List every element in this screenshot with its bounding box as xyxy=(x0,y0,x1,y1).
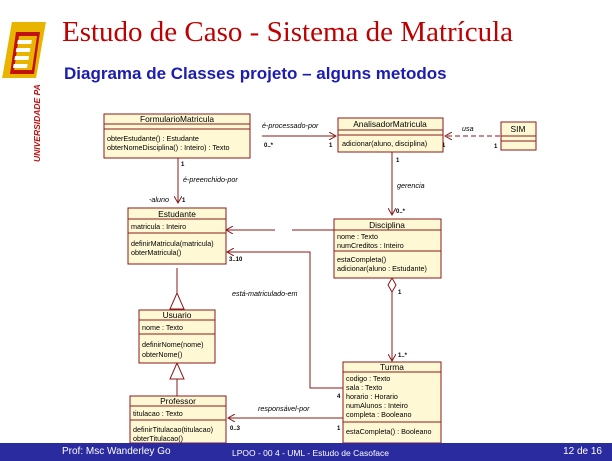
class-member: adicionar(aluno, disciplina) xyxy=(342,139,427,148)
assoc-preenchido: é-preenchido-por 1 1 -aluno xyxy=(149,158,238,204)
mult-preenchido-source: 1 xyxy=(181,162,185,168)
class-attribute: nome : Texto xyxy=(337,232,378,241)
mult-composicao-source: 1 xyxy=(398,290,402,296)
slide-title: Estudo de Caso - Sistema de Matrícula xyxy=(62,16,514,48)
class-operation: definirNome(nome) xyxy=(142,340,204,349)
class-member: obterEstudante() : Estudante xyxy=(107,134,199,143)
inheritance-triangle xyxy=(169,361,185,380)
class-operation: adicionar(aluno : Estudante) xyxy=(337,264,427,273)
page-number: 12 de 16 xyxy=(563,446,602,457)
class-formulario-matricula[interactable]: FormularioMatricula obterEstudante() : E… xyxy=(103,113,251,159)
assoc-responsavel: responsável-por 1 0..3 xyxy=(228,404,343,432)
footer-author: Prof: Msc Wanderley Go xyxy=(62,446,171,457)
slide-subtitle: Diagrama de Classes projeto – alguns met… xyxy=(64,64,447,83)
assoc-preenchido-role: -aluno xyxy=(149,195,169,204)
class-turma[interactable]: Turma codigo : Texto sala : Texto horari… xyxy=(342,361,442,444)
class-operation: definirTitulacao(titulacao) xyxy=(133,425,213,434)
assoc-preenchido-label: é-preenchido-por xyxy=(183,175,238,184)
mult-responsavel-source: 1 xyxy=(337,426,341,432)
assoc-processado: é-processado-por 0..* 1 xyxy=(262,121,336,149)
logo-tagline-text: UNIVERSIDADE PAULISTA xyxy=(32,84,42,162)
class-analisador-matricula[interactable]: AnalisadorMatricula adicionar(aluno, dis… xyxy=(337,117,444,153)
footer-bar: Prof: Msc Wanderley Go LPOO - 00 4 - UML… xyxy=(0,443,612,461)
class-usuario[interactable]: Usuario nome : Texto definirNome(nome) o… xyxy=(138,309,216,364)
assoc-composicao: 1 1..* xyxy=(387,276,408,361)
logo-bar: UNIVERSIDADE PAULISTA xyxy=(0,0,56,461)
class-operation: definirMatricula(matricula) xyxy=(131,239,214,248)
assoc-gerencia: gerencia 1 0..* xyxy=(392,152,425,215)
assoc-usa-label: usa xyxy=(462,124,474,133)
mult-gerencia-target: 0..* xyxy=(396,209,406,215)
mult-responsavel-target: 0..3 xyxy=(230,426,241,432)
class-attribute: numAlunos : Inteiro xyxy=(346,401,408,410)
class-name: Turma xyxy=(380,362,404,372)
class-name: Professor xyxy=(160,396,196,406)
class-operation: estaCompleta() : Booleano xyxy=(346,427,432,436)
class-attribute: numCreditos : Inteiro xyxy=(337,241,404,250)
class-operation: obterMatricula() xyxy=(131,248,181,257)
class-member: obterNomeDisciplina() : Inteiro) : Texto xyxy=(107,143,230,152)
class-operation: obterNome() xyxy=(142,350,182,359)
footer-course: LPOO - 00 4 - UML - Estudo de Casoface xyxy=(232,448,390,458)
class-attribute: horario : Horario xyxy=(346,392,398,401)
class-professor[interactable]: Professor titulacao : Texto definirTitul… xyxy=(129,395,227,444)
unip-logo-icon xyxy=(10,32,40,74)
assoc-matriculado: está-matriculado-em 4 3..10 xyxy=(227,252,343,400)
inheritance-triangle xyxy=(169,291,185,310)
assoc-matriculado-label: está-matriculado-em xyxy=(232,289,298,298)
mult-gerencia-source: 1 xyxy=(396,158,400,164)
class-name: AnalisadorMatricula xyxy=(353,119,427,129)
class-name: Usuario xyxy=(163,310,192,320)
mult-usa-target: 1 xyxy=(494,144,498,150)
class-disciplina[interactable]: Disciplina nome : Texto numCreditos : In… xyxy=(333,218,442,279)
mult-matriculado-source: 4 xyxy=(337,394,341,400)
logo-word xyxy=(6,28,42,74)
class-sim[interactable]: SIM xyxy=(500,121,537,151)
logo-tagline: UNIVERSIDADE PAULISTA xyxy=(0,84,56,164)
generalization-estudante-usuario xyxy=(169,268,185,310)
class-attribute: nome : Texto xyxy=(142,323,183,332)
class-name: Estudante xyxy=(158,209,196,219)
class-name: SIM xyxy=(511,124,526,134)
composition-diamond xyxy=(387,276,397,294)
assoc-gerencia-label: gerencia xyxy=(397,181,425,190)
assoc-processado-label: é-processado-por xyxy=(262,121,319,130)
generalization-professor-usuario xyxy=(169,361,185,396)
class-attribute: completa : Booleano xyxy=(346,410,412,419)
mult-matriculado-target: 3..10 xyxy=(229,257,243,263)
class-estudante[interactable]: Estudante matricula : Inteiro definirMat… xyxy=(127,207,227,265)
class-attribute: matricula : Inteiro xyxy=(131,222,186,231)
mult-preenchido-target: 1 xyxy=(182,198,186,204)
class-attribute: codigo : Texto xyxy=(346,374,390,383)
class-attribute: sala : Texto xyxy=(346,383,382,392)
class-attribute: titulacao : Texto xyxy=(133,409,183,418)
class-operation: obterTitulacao() xyxy=(133,434,183,443)
class-name: Disciplina xyxy=(369,220,405,230)
mult-processado-target: 1 xyxy=(329,143,333,149)
class-name: FormularioMatricula xyxy=(140,114,214,124)
assoc-responsavel-label: responsável-por xyxy=(258,404,310,413)
mult-usa-source: 1 xyxy=(442,143,446,149)
class-operation: estaCompleta() xyxy=(337,255,386,264)
mult-composicao-target: 1..* xyxy=(398,353,408,359)
mult-processado-source: 0..* xyxy=(264,143,274,149)
assoc-usa: usa 1 1 xyxy=(442,124,500,150)
